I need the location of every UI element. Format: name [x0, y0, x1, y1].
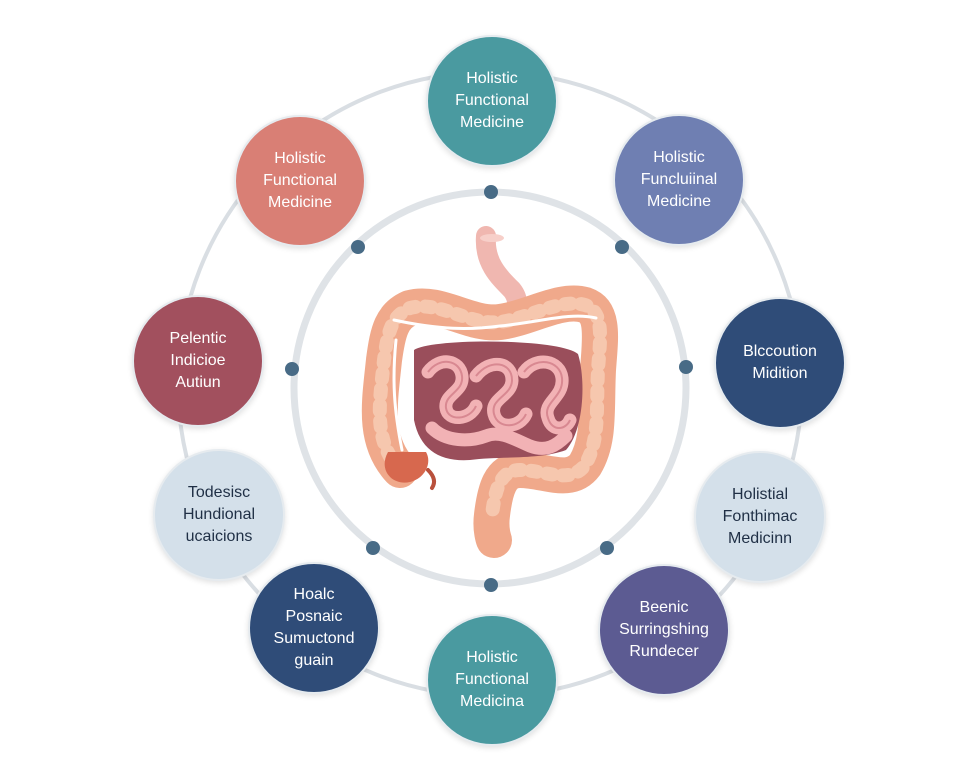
node-label: Holistic Functional Medicina — [455, 649, 529, 710]
node-label: Holistial Fonthimac Medicinn — [722, 486, 798, 547]
node-right[interactable]: Blccoution Midition — [714, 297, 846, 429]
node-bottom[interactable]: Holistic Functional Medicina — [426, 614, 558, 746]
small-intestine-shadow — [427, 361, 571, 429]
node-upper-right[interactable]: Holistic Funcluiinal Medicine — [613, 114, 745, 246]
appendix — [426, 468, 437, 490]
node-lower-left[interactable]: Todesisc Hundional ucaicions — [153, 449, 285, 581]
ring-dot — [484, 185, 498, 199]
ring-dot — [366, 541, 380, 555]
ring-dot — [351, 240, 365, 254]
large-intestine-highlight — [372, 296, 607, 522]
node-label: Pelentic Indicioe Autiun — [169, 330, 227, 391]
node-top[interactable]: Holistic Functional Medicine — [426, 35, 558, 167]
ring-dot — [484, 578, 498, 592]
ring-dot — [600, 541, 614, 555]
inner-ring-dots — [285, 185, 693, 592]
cecum — [384, 452, 429, 483]
node-label: Holistic Functional Medicine — [263, 150, 337, 211]
node-label: Todesisc Hundional ucaicions — [182, 484, 256, 545]
node-label: Blccoution Midition — [743, 343, 817, 382]
colon-line — [392, 314, 598, 330]
node-label: Beenic Surringshing Rundecer — [619, 599, 709, 660]
node-label: Holistic Funcluiinal Medicine — [640, 149, 718, 210]
node-label: Holistic Functional Medicine — [455, 70, 529, 131]
ring-dot — [615, 240, 629, 254]
esophagus-top — [480, 234, 504, 242]
node-bottom-right[interactable]: Beenic Surringshing Rundecer — [598, 564, 730, 696]
node-upper-left[interactable]: Holistic Functional Medicine — [234, 115, 366, 247]
node-lower-right[interactable]: Holistial Fonthimac Medicinn — [694, 451, 826, 583]
colon-line-left — [392, 338, 404, 452]
node-bottom-left[interactable]: Hoalc Posnaic Sumuctond guain — [248, 562, 380, 694]
intestines-icon — [361, 226, 618, 558]
ring-dot — [679, 360, 693, 374]
node-label: Hoalc Posnaic Sumuctond guain — [273, 586, 355, 669]
node-left[interactable]: Pelentic Indicioe Autiun — [132, 295, 264, 427]
ring-dot — [285, 362, 299, 376]
